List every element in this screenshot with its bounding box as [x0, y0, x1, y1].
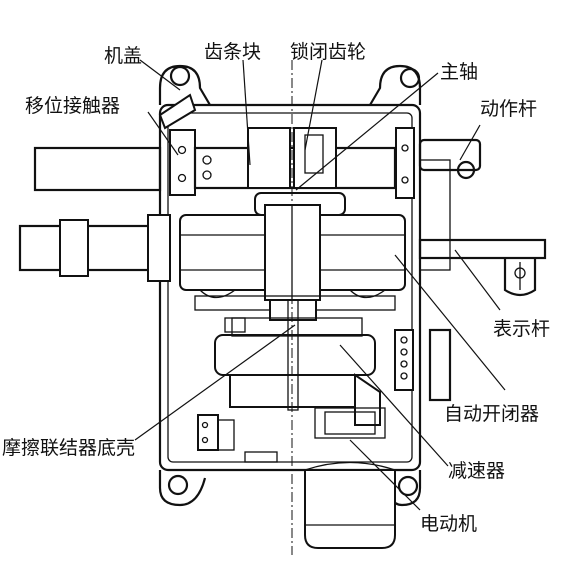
label-machine-cover: 机盖 — [104, 45, 142, 67]
auto-switch-contacts — [394, 329, 414, 391]
main-drum — [179, 204, 406, 301]
label-friction-coupling-base: 摩擦联结器底壳 — [2, 437, 135, 459]
labels: 机盖 齿条块 锁闭齿轮 主轴 移位接触器 动作杆 表示杆 自动开闭器 摩擦联结器… — [2, 41, 550, 535]
label-auto-switch: 自动开闭器 — [444, 403, 539, 425]
label-main-shaft: 主轴 — [440, 61, 478, 83]
label-locking-gear: 锁闭齿轮 — [290, 41, 366, 63]
reducer-housing — [314, 373, 386, 439]
leader-lines — [134, 59, 506, 511]
right-rods — [418, 138, 547, 402]
middle-rail — [194, 295, 396, 321]
label-reducer: 减速器 — [448, 460, 505, 482]
label-motor: 电动机 — [420, 513, 477, 535]
motor — [304, 461, 396, 549]
label-action-rod: 动作杆 — [480, 98, 537, 120]
label-shift-contact: 移位接触器 — [25, 95, 120, 117]
label-rack-block: 齿条块 — [204, 41, 261, 63]
mounting-lugs — [158, 64, 422, 507]
machine-body — [18, 60, 547, 555]
bottom-terminal — [197, 414, 278, 463]
left-rods — [18, 146, 171, 282]
rack-and-gear — [193, 127, 397, 216]
label-indicator-rod: 表示杆 — [493, 318, 550, 340]
